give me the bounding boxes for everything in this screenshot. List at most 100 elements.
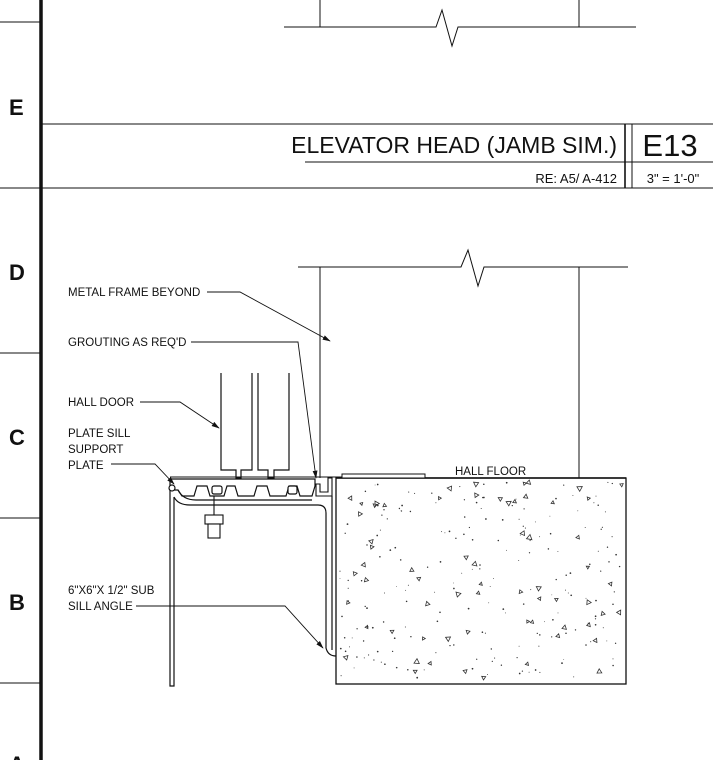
concrete-aggregate (446, 485, 453, 492)
leader-lines (111, 291, 331, 649)
concrete-aggregate (455, 591, 462, 598)
concrete-aggregate (596, 667, 603, 674)
concrete-stipple-dot (364, 605, 366, 608)
concrete-stipple-dot (539, 634, 541, 636)
concrete-stipple-dot (435, 652, 437, 654)
concrete-stipple-dot (612, 603, 614, 606)
grid-border (0, 0, 43, 760)
concrete-stipple-dot (376, 650, 379, 653)
concrete-aggregate (536, 596, 542, 602)
note-plate-sill-3: PLATE (68, 460, 104, 472)
sill-cover-plate (341, 473, 426, 479)
concrete-stipple-dot (373, 659, 375, 661)
note-plate-sill-2: SUPPORT (68, 444, 123, 456)
concrete-stipple-dot (522, 525, 524, 527)
detail-reference: RE: A5/ A-412 (535, 171, 617, 186)
concrete-stipple-dot (483, 496, 485, 499)
concrete-stipple-dot (530, 589, 532, 591)
concrete-stipple-dot (585, 644, 587, 646)
concrete-stipple-dot (439, 611, 441, 614)
concrete-aggregate (585, 565, 591, 570)
concrete-aggregate (463, 555, 469, 561)
concrete-stipple-dot (555, 497, 557, 500)
note-metal-frame: METAL FRAME BEYOND (68, 287, 200, 299)
concrete-aggregate (555, 633, 561, 639)
upper-detail-fragment (284, 0, 636, 48)
concrete-stipple-dot (595, 599, 597, 602)
concrete-stipple-dot (555, 578, 557, 581)
concrete-stipple-dot (611, 482, 613, 485)
concrete-stipple-dot (366, 607, 368, 609)
concrete-aggregate (342, 655, 349, 661)
concrete-aggregate (575, 534, 580, 540)
concrete-stipple-dot (569, 572, 572, 574)
concrete-aggregate (427, 660, 432, 666)
concrete-stipple-dot (381, 514, 383, 516)
concrete-stipple-dot (360, 579, 363, 582)
concrete-stipple-dot (463, 499, 466, 501)
concrete-stipple-dot (590, 641, 592, 643)
concrete-aggregate (535, 586, 542, 592)
concrete-stipple-dot (476, 658, 478, 660)
hall-door (220, 373, 290, 479)
metal-frame-beyond (298, 248, 628, 478)
concrete-aggregate (586, 496, 592, 501)
concrete-stipple-dot (426, 566, 429, 568)
concrete-aggregate (352, 571, 359, 577)
concrete-aggregate (347, 495, 353, 501)
concrete-aggregate (360, 561, 366, 568)
concrete-stipple-dot (395, 586, 397, 587)
concrete-stipple-dot (405, 589, 407, 591)
concrete-aggregate (519, 530, 525, 537)
concrete-aggregate (363, 576, 370, 583)
concrete-stipple-dot (523, 508, 525, 510)
concrete-stipple-dot (431, 492, 433, 494)
concrete-stipple-dot (574, 629, 577, 631)
concrete-stipple-dot (484, 632, 486, 634)
concrete-aggregate (497, 497, 504, 502)
concrete-stipple-dot (518, 672, 521, 675)
concrete-stipple-dot (493, 578, 494, 580)
concrete-stipple-dot (502, 608, 505, 610)
concrete-stipple-dot (589, 563, 591, 566)
concrete-aggregate (586, 599, 593, 606)
concrete-stipple-dot (368, 654, 370, 656)
concrete-aggregate (615, 609, 622, 616)
concrete-stipple-dot (595, 495, 597, 497)
concrete-stipple-dot (461, 572, 463, 574)
note-hall-door: HALL DOOR (68, 397, 134, 409)
concrete-stipple-dot (409, 510, 412, 513)
concrete-stipple-dot (549, 515, 551, 517)
concrete-stipple-dot (594, 615, 597, 618)
concrete-stipple-dot (491, 660, 493, 663)
concrete-stipple-dot (608, 561, 610, 563)
concrete-aggregate (529, 619, 535, 624)
concrete-stipple-dot (384, 592, 385, 594)
concrete-stipple-dot (563, 659, 565, 660)
concrete-stipple-dot (487, 674, 488, 675)
concrete-stipple-dot (613, 591, 615, 593)
concrete-stipple-dot (376, 534, 379, 537)
concrete-stipple-dot (393, 637, 396, 640)
concrete-stipple-dot (479, 564, 481, 566)
concrete-stipple-dot (408, 491, 410, 493)
concrete-stipple-dot (407, 669, 409, 671)
concrete-stipple-dot (515, 498, 517, 500)
concrete-stipple-dot (343, 636, 346, 639)
concrete-aggregate (358, 511, 364, 517)
grid-letter-d: D (9, 260, 25, 285)
grid-letter-a: A (9, 752, 25, 760)
concrete-stipple-dot (485, 518, 487, 520)
note-grouting: GROUTING AS REQ'D (68, 337, 187, 349)
concrete-aggregate (524, 661, 530, 666)
concrete-stipple-dot (463, 516, 466, 518)
concrete-stipple-dot (557, 551, 559, 553)
concrete-aggregate (413, 657, 420, 664)
concrete-stipple-dot (522, 603, 525, 605)
concrete-stipple-dot (391, 650, 394, 653)
concrete-aggregate (481, 675, 487, 681)
concrete-aggregate (472, 481, 480, 488)
concrete-slab (335, 477, 627, 685)
concrete-aggregate (368, 539, 374, 545)
concrete-stipple-dot (441, 531, 443, 533)
